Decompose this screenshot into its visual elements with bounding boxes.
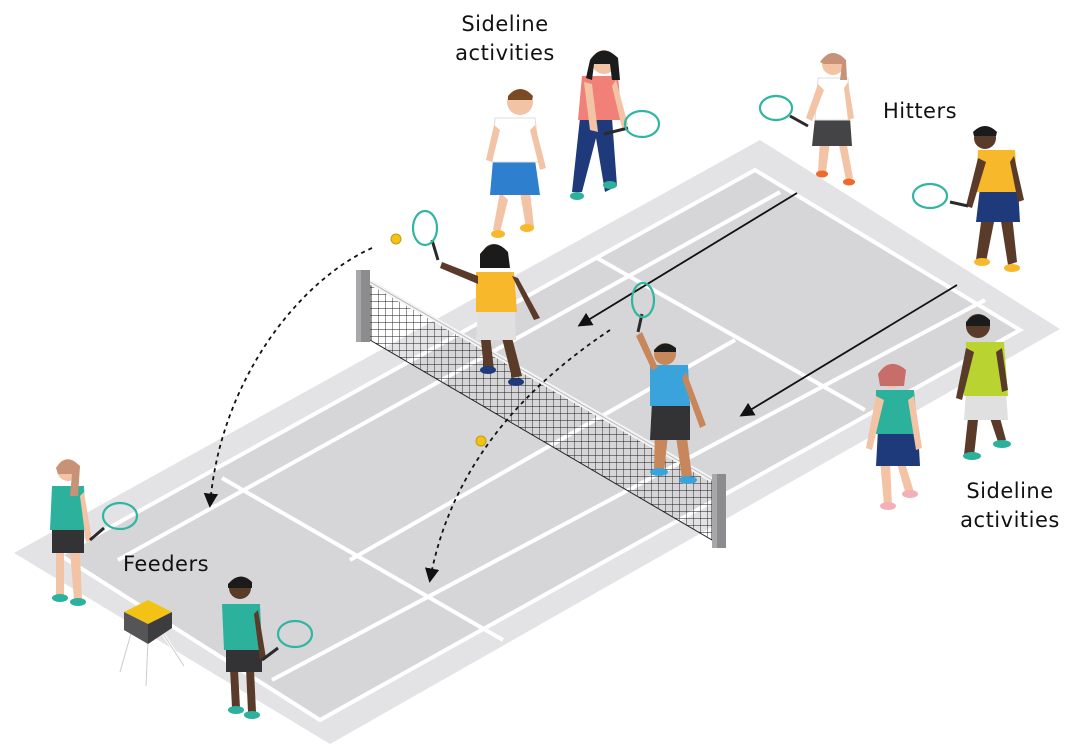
court-playing-area [60,170,1020,720]
feed-trajectory-left [203,247,373,508]
drill-arrows [203,192,958,583]
net-post-right [712,474,726,548]
ball-basket-icon [118,600,186,687]
label-sideline-top-line2: activities [455,41,555,65]
net-post-left [356,270,370,342]
rotation-arrow-lower [739,284,958,417]
label-hitters: Hitters [883,99,957,123]
tennis-racket-icon [630,281,656,333]
player-boy-blue-hitting [630,281,706,484]
tennis-ball-icon [475,435,487,447]
feed-trajectory-center [424,329,611,583]
label-sideline-top: Sideline activities [455,12,555,65]
player-feeder-boy-teal [222,576,314,719]
tennis-racket-icon [261,619,314,662]
tennis-racket-icon [911,182,969,210]
player-feeder-girl-teal [50,459,139,606]
tennis-racket-icon [758,94,809,128]
tennis-racket-icon [603,109,661,139]
player-sideline-boy-white [486,89,546,238]
player-hitter-girl-white [758,52,855,186]
label-sideline-right: Sideline activities [960,479,1060,532]
label-feeders: Feeders [123,552,209,576]
player-sideline-girl-teal [866,363,922,510]
player-girl-yellow-hitting [411,209,540,386]
tennis-racket-icon [89,501,139,542]
rotation-arrow-upper [577,192,798,327]
tennis-racket-icon [411,209,440,261]
tennis-ball-icon [390,233,402,245]
player-hitter-boy-yellow [911,126,1024,272]
player-sideline-girl-coral [570,50,661,200]
label-sideline-top-line1: Sideline [461,12,548,36]
label-sideline-right-line1: Sideline [966,479,1053,503]
label-sideline-right-line2: activities [960,508,1060,532]
tennis-net [356,270,726,548]
player-sideline-boy-lime [956,314,1011,460]
